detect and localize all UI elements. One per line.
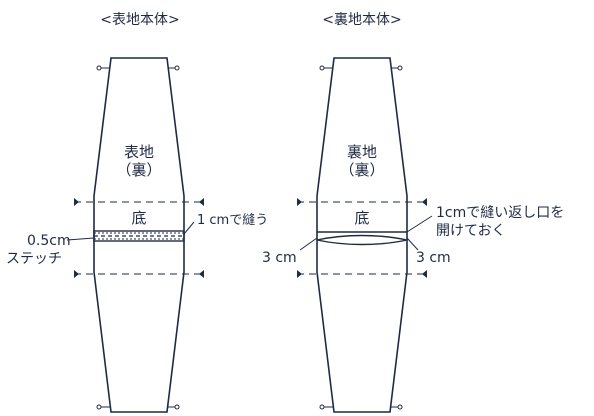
stitch-callout-line [66,237,95,241]
return-opening-label-line2: 開けておく [436,223,506,239]
outer-bottom-label: 底 [131,209,146,227]
seam-callout-line [183,221,195,235]
right-gap-callout-line [406,237,419,251]
opening-callout-line [406,215,433,233]
bottom-seam-stitch [93,230,185,242]
lining-body-outline [316,57,408,413]
outer-body-title: <表地本体> [100,12,179,28]
lining-fold-line-end-marks [297,198,427,278]
bottom-notch-marks [96,404,180,410]
fold-lines [74,201,204,275]
top-notch-marks [96,65,180,71]
stitch-label: ステッチ [6,251,62,267]
lining-body-panel: <裏地本体> [262,11,564,413]
lining-top-notch-marks [319,65,403,71]
left-gap-callout-line [299,237,318,251]
seam-allowance-label: 1 cmで縫う [197,213,268,228]
outer-fabric-label: 表地 [124,143,154,161]
right-gap-label: 3 cm [416,250,451,266]
lining-fabric-reverse-label: （裏） [339,161,384,179]
stitch-size-label: 0.5cm [27,233,71,249]
lining-fold-lines [297,201,427,275]
fold-line-end-marks [74,198,204,278]
outer-body-panel: <表地本体> [6,12,268,413]
lining-bottom-notch-marks [319,404,403,410]
lining-body-title: <裏地本体> [322,11,401,28]
lining-bottom-label: 底 [354,209,369,227]
left-gap-label: 3 cm [262,250,297,266]
lining-bottom-seam [316,231,408,246]
outer-body-outline [93,57,185,413]
outer-fabric-reverse-label: （裏） [116,161,161,179]
return-opening-label-line1: 1cmで縫い返し口を [436,205,564,221]
lining-fabric-label: 裏地 [347,143,377,161]
